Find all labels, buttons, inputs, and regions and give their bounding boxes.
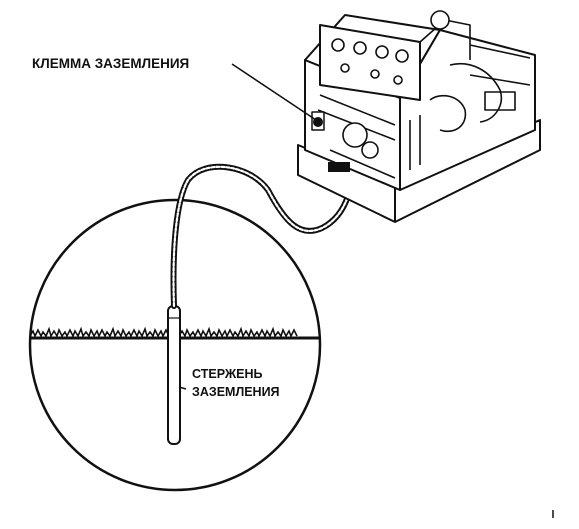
engine-details bbox=[317, 10, 531, 179]
terminal-label-pointer bbox=[231, 63, 317, 121]
ground-cable bbox=[170, 163, 351, 309]
rod-label-pointer bbox=[178, 386, 187, 390]
nameplate bbox=[328, 162, 350, 172]
grass bbox=[30, 326, 298, 338]
ground-terminal-label: КЛЕММА ЗАЗЕМЛЕНИЯ bbox=[32, 56, 189, 71]
generator-set bbox=[297, 10, 541, 223]
ground-rod-label-line1: СТЕРЖЕНЬ bbox=[192, 367, 263, 381]
ground-rod-label-line2: ЗАЗЕМЛЕНИЯ bbox=[192, 385, 280, 399]
control-panel-gauges bbox=[331, 38, 409, 85]
